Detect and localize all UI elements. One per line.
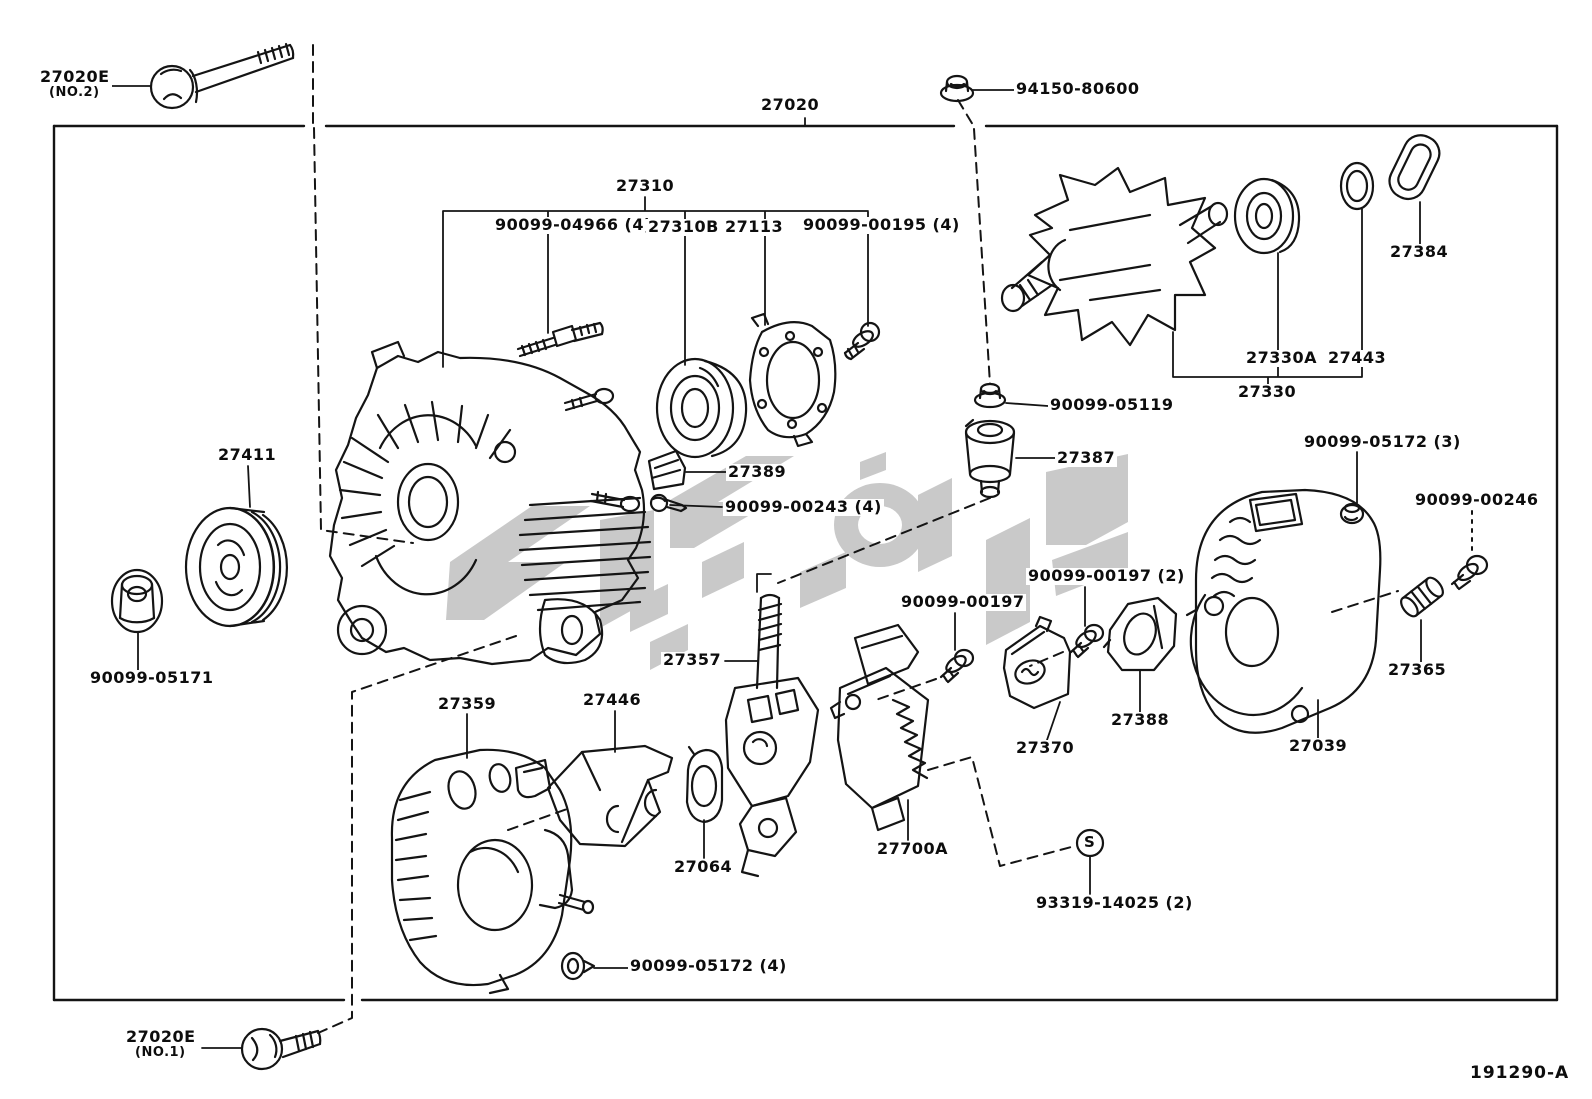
bearing-27310b-drawing (655, 357, 748, 459)
part-label-27370: 27370 (1014, 738, 1077, 757)
part-label-27310: 27310 (614, 176, 677, 195)
bolt-00195-drawing (843, 321, 881, 361)
nut-05171-drawing (110, 568, 164, 634)
drive-end-frame-drawing (328, 340, 652, 666)
bolt-00197-2-drawing (1069, 623, 1105, 659)
terminal-27389-drawing (647, 449, 687, 491)
part-label-90099-00197-2: 90099-00197 (2) (1026, 566, 1187, 585)
brush-holder-27357-drawing (724, 593, 820, 878)
part-label-90099-04966: 90099-04966 (4) (493, 215, 654, 234)
assembly-symbol-s: S (1084, 833, 1095, 851)
nut-05172-3-drawing (1339, 502, 1365, 525)
screw-00243-drawing (649, 493, 688, 513)
part-label-27411: 27411 (216, 445, 279, 464)
cover-27388-drawing (1102, 596, 1178, 672)
part-label-27064: 27064 (672, 857, 735, 876)
pulley-27411-drawing (184, 506, 288, 628)
part-label-27389: 27389 (726, 462, 789, 481)
part-label-27384: 27384 (1388, 242, 1451, 261)
insulator-27387-drawing (964, 418, 1016, 499)
assembly-symbol-circle (1075, 828, 1105, 858)
part-label-90099-05119: 90099-05119 (1048, 395, 1176, 414)
leader-lines (111, 85, 1422, 1049)
drawing-code: 191290-A (1470, 1063, 1570, 1083)
assembly-dashed-lines (312, 44, 1473, 1034)
part-label-27388: 27388 (1109, 710, 1172, 729)
part-label-27039: 27039 (1287, 736, 1350, 755)
part-label-27020e-no1: 27020E(NO.1) (124, 1027, 198, 1060)
stud-bolt-04966-drawing (516, 321, 604, 358)
rear-cover-27359-drawing (390, 748, 595, 995)
part-label-27387: 27387 (1055, 448, 1118, 467)
part-label-27359: 27359 (436, 694, 499, 713)
part-label-27357: 27357 (661, 650, 724, 669)
diagram-border (52, 124, 1559, 1002)
screw-05172-4-drawing (560, 951, 596, 981)
ring-27443-drawing (1339, 161, 1375, 211)
regulator-27700a-drawing (829, 623, 930, 832)
bushing-27365-drawing (1400, 576, 1444, 618)
part-label-90099-00195: 90099-00195 (4) (801, 215, 962, 234)
part-label-27446: 27446 (581, 690, 644, 709)
gasket-27064-drawing (685, 745, 724, 824)
part-label-90099-05172-4: 90099-05172 (4) (628, 956, 789, 975)
nut-94150-drawing (939, 74, 975, 103)
part-label-90099-05171: 90099-05171 (88, 668, 216, 687)
part-label-27330: 27330 (1236, 382, 1299, 401)
through-bolt-no2-drawing (149, 42, 295, 110)
part-label-94150-80600: 94150-80600 (1014, 79, 1142, 98)
part-label-27113: 27113 (723, 217, 786, 236)
part-label-27365: 27365 (1386, 660, 1449, 679)
rotor-27330-drawing (1000, 166, 1229, 347)
nut-05119-drawing (973, 382, 1007, 409)
part-label-90099-05172-3: 90099-05172 (3) (1302, 432, 1463, 451)
part-label-90099-00246: 90099-00246 (1413, 490, 1541, 509)
holder-27370-drawing (1002, 615, 1072, 710)
bolt-00197-drawing (939, 648, 975, 684)
part-label-90099-00197: 90099-00197 (899, 592, 1027, 611)
retainer-27113-drawing (748, 312, 837, 448)
bolt-00246-drawing (1450, 554, 1489, 591)
part-label-27443: 27443 (1326, 348, 1389, 367)
part-label-27020e-no2: 27020E(NO.2) (38, 67, 112, 100)
bracket-27446-drawing (514, 744, 674, 848)
cover-27384-drawing (1388, 134, 1441, 201)
part-label-27330a: 27330A (1244, 348, 1320, 367)
bearing-27330a-drawing (1233, 177, 1301, 255)
part-label-27020: 27020 (759, 95, 822, 114)
part-label-93319-14025: 93319-14025 (2) (1034, 893, 1195, 912)
part-label-90099-00243: 90099-00243 (4) (723, 497, 884, 516)
part-label-27310b: 27310B (646, 217, 721, 236)
rear-frame-27039-drawing (1185, 488, 1382, 734)
through-bolt-no1-drawing (240, 1027, 322, 1071)
part-label-27700a: 27700A (875, 839, 951, 858)
